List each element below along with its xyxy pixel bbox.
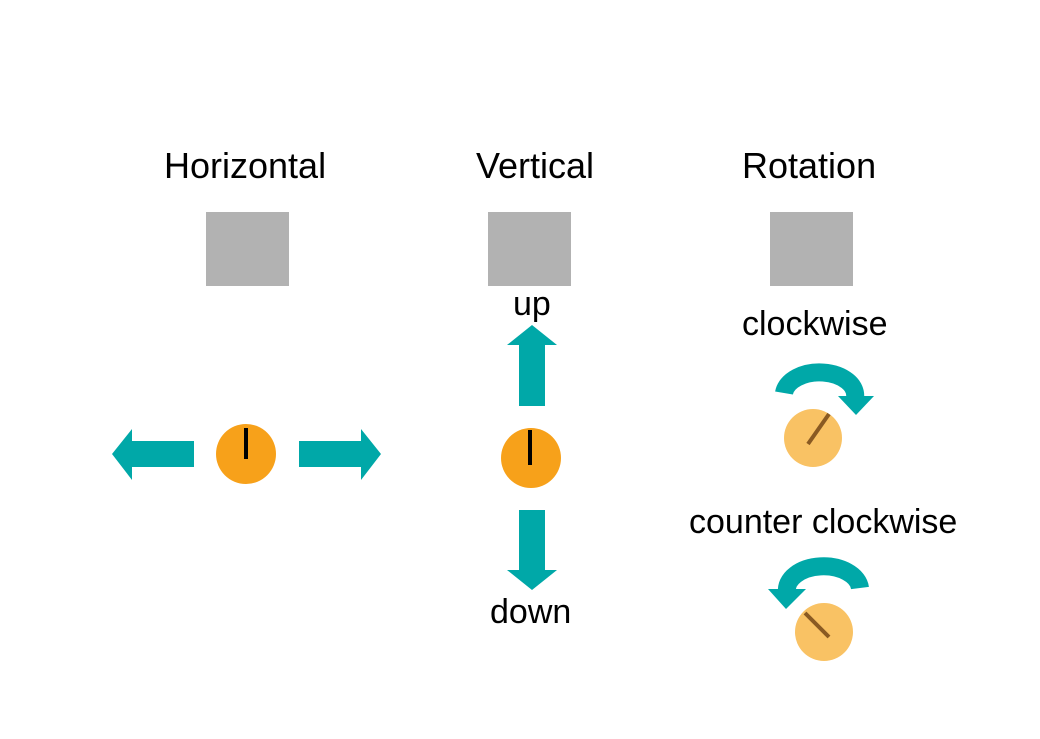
arrow-down-icon: [507, 510, 557, 590]
down-label: down: [490, 593, 572, 631]
horizontal-column: [112, 212, 381, 484]
clockwise-knob-pointer: [806, 412, 831, 446]
clockwise-label: clockwise: [742, 305, 888, 343]
vertical-column: [488, 212, 571, 590]
rotation-heading: Rotation: [742, 145, 877, 186]
arrow-up-icon: [507, 325, 557, 406]
counter-clockwise-knob-pointer: [803, 611, 831, 639]
rotation-column: [768, 212, 874, 661]
arrow-left-icon: [112, 429, 194, 480]
clockwise-arrow-icon: [775, 363, 865, 400]
counter-clockwise-label: counter clockwise: [689, 503, 958, 541]
clockwise-arrowhead: [838, 396, 874, 415]
vertical-heading: Vertical: [476, 145, 595, 186]
up-label: up: [513, 285, 551, 323]
horizontal-block-icon: [206, 212, 289, 286]
counter-clockwise-arrowhead: [768, 589, 806, 609]
horizontal-heading: Horizontal: [164, 145, 327, 186]
rotation-block-icon: [770, 212, 853, 286]
vertical-block-icon: [488, 212, 571, 286]
arrow-right-icon: [299, 429, 381, 480]
counter-clockwise-arrow-icon: [777, 557, 869, 594]
